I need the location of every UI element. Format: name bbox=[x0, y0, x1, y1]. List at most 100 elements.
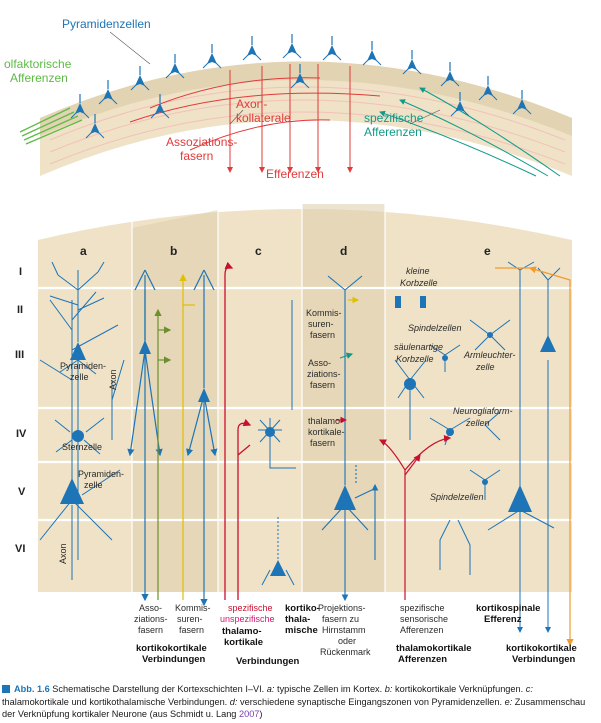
olfactory-afferent-fibers bbox=[19, 107, 83, 145]
label-b-comm-2: suren- bbox=[177, 614, 203, 624]
label-assoc-1: Assoziations- bbox=[166, 135, 237, 149]
label-axon-2: kollaterale bbox=[236, 111, 291, 125]
label-a-axon2: Axon bbox=[58, 543, 68, 564]
column-a-neurons bbox=[39, 261, 125, 580]
column-d-soma bbox=[334, 485, 356, 510]
label-a-star: Sternzelle bbox=[62, 442, 102, 452]
label-olfactory-2: Afferenzen bbox=[10, 71, 68, 85]
caption-lead: Schematische Darstellung der Kortexschic… bbox=[49, 684, 267, 694]
label-b-comm-3: fasern bbox=[179, 625, 204, 635]
efferent-fibers bbox=[129, 64, 381, 173]
label-d-comm-1: Kommis- bbox=[306, 308, 342, 318]
column-e-afferents bbox=[378, 266, 574, 647]
label-a-pyr-2: zelle bbox=[70, 372, 89, 382]
layer-label-1: I bbox=[19, 266, 22, 278]
column-b-fibers bbox=[127, 269, 218, 607]
label-e-arm-2: zelle bbox=[475, 362, 495, 372]
caption-marker bbox=[2, 685, 10, 693]
label-b-assoc-3: fasern bbox=[138, 625, 163, 635]
cortex-layers-figure: Pyramidenzellen olfaktorische Afferenzen… bbox=[4, 17, 597, 667]
layer-label-4: IV bbox=[16, 428, 27, 440]
label-b-bold-2: Verbindungen bbox=[142, 654, 206, 665]
column-label-a: a bbox=[80, 244, 87, 258]
top-pointer-lines bbox=[109, 31, 441, 125]
caption-e-key: e: bbox=[504, 696, 513, 707]
label-d-proj-5: Rückenmark bbox=[320, 647, 371, 657]
label-d-proj-4: oder bbox=[338, 636, 356, 646]
label-c-bold-right-2: thala- bbox=[285, 614, 310, 625]
label-e-bold-afferent-2: Afferenzen bbox=[398, 654, 447, 665]
caption-a-key: a: bbox=[266, 684, 275, 694]
column-b-somata bbox=[139, 340, 210, 402]
label-a-pyr-1: Pyramiden- bbox=[60, 361, 106, 371]
label-specific-2: Afferenzen bbox=[364, 125, 422, 139]
label-e-saeulen-1: säulenartige bbox=[394, 342, 443, 352]
column-c-somata bbox=[265, 427, 286, 576]
caption-c-text: thalamokortikale und kortikothalamische … bbox=[2, 696, 230, 707]
caption-d-key: d: bbox=[229, 696, 238, 707]
label-d-comm-2: suren- bbox=[308, 319, 334, 329]
column-a-somata bbox=[60, 342, 86, 504]
label-c-bold-left-3: Verbindungen bbox=[236, 656, 300, 667]
caption-d-text: verschiedene synaptische Eingangszonen v… bbox=[237, 696, 505, 707]
label-c-unspecific: unspezifische bbox=[220, 614, 275, 624]
label-a-axon: Axon bbox=[108, 369, 118, 390]
label-b-bold-1: kortikokortikale bbox=[136, 643, 207, 654]
specific-afferent-fibers bbox=[379, 87, 561, 177]
label-c-bold-right-3: mische bbox=[285, 625, 318, 636]
label-b-comm-1: Kommis- bbox=[175, 603, 211, 613]
label-d-proj-2: fasern zu bbox=[322, 614, 359, 624]
label-e-korb-1: kleine bbox=[406, 266, 430, 276]
layer-label-5: V bbox=[18, 486, 26, 498]
label-c-bold-left-2: kortikale bbox=[224, 637, 263, 648]
column-e-somata bbox=[395, 296, 556, 512]
caption-a-text: typische Zellen im Kortex. bbox=[274, 684, 385, 694]
caption-b-text: kortikokortikale Verknüpfungen. bbox=[392, 684, 526, 694]
label-d-proj-1: Projektions- bbox=[318, 603, 366, 613]
label-b-assoc-2: ziations- bbox=[134, 614, 168, 624]
label-e-afferent-1: spezifische bbox=[400, 603, 445, 613]
label-d-thal-3: fasern bbox=[310, 438, 335, 448]
caption-b-key: b: bbox=[384, 684, 393, 694]
label-e-spindel-2: Spindelzellen bbox=[430, 492, 484, 502]
label-e-bold-afferent-1: thalamokortikale bbox=[396, 643, 472, 654]
label-axon-1: Axon- bbox=[236, 97, 267, 111]
column-label-c: c bbox=[255, 244, 262, 258]
caption-end: ) bbox=[259, 709, 263, 719]
layer-label-2: II bbox=[17, 304, 23, 316]
caption-year: 2007 bbox=[238, 709, 260, 719]
label-e-bold-spinal-2: Efferenz bbox=[484, 614, 522, 625]
caption-figure-number: Abb. 1.6 bbox=[14, 684, 50, 694]
label-c-specific: spezifische bbox=[228, 603, 273, 613]
label-e-arm-1: Armleuchter- bbox=[463, 350, 515, 360]
label-e-korb-2: Korbzelle bbox=[400, 278, 438, 288]
label-a-pyr2-2: zelle bbox=[84, 480, 103, 490]
caption-e-text: Zusammenschau der Verknüpfung kortikaler… bbox=[2, 696, 586, 720]
label-e-afferent-3: Afferenzen bbox=[400, 625, 443, 635]
label-e-bold-spinal-1: kortikospinale bbox=[476, 603, 540, 614]
caption-c-key: c: bbox=[525, 684, 533, 694]
label-pyramidenzellen: Pyramidenzellen bbox=[62, 17, 151, 31]
label-e-bold-cc-2: Verbindungen bbox=[512, 654, 576, 665]
label-e-spindel-1: Spindelzellen bbox=[408, 323, 462, 333]
column-label-b: b bbox=[170, 244, 177, 258]
label-e-neuroglia-1: Neurogliaform- bbox=[453, 406, 513, 416]
layer-label-6: VI bbox=[15, 543, 25, 555]
label-c-bold-left-1: thalamo- bbox=[222, 626, 262, 637]
label-e-neuroglia-2: zellen bbox=[465, 418, 490, 428]
label-e-afferent-2: sensorische bbox=[400, 614, 448, 624]
label-e-saeulen-2: Korbzelle bbox=[396, 354, 434, 364]
label-specific-1: spezifische bbox=[364, 111, 424, 125]
label-efferents: Efferenzen bbox=[266, 167, 324, 181]
column-label-e: e bbox=[484, 244, 491, 258]
column-label-d: d bbox=[340, 244, 347, 258]
label-d-assoc-3: fasern bbox=[310, 380, 335, 390]
bottom-layers-panel: I II III IV V VI a b c d e Pyramiden- ze… bbox=[4, 200, 597, 667]
label-b-assoc-1: Asso- bbox=[139, 603, 162, 613]
label-d-comm-3: fasern bbox=[310, 330, 335, 340]
label-d-thal-2: kortikale- bbox=[308, 427, 345, 437]
column-e-cells bbox=[394, 261, 561, 633]
label-c-bold-right-1: kortiko- bbox=[285, 603, 320, 614]
label-e-bold-cc-1: kortikokortikale bbox=[506, 643, 577, 654]
column-dividers bbox=[131, 200, 386, 592]
